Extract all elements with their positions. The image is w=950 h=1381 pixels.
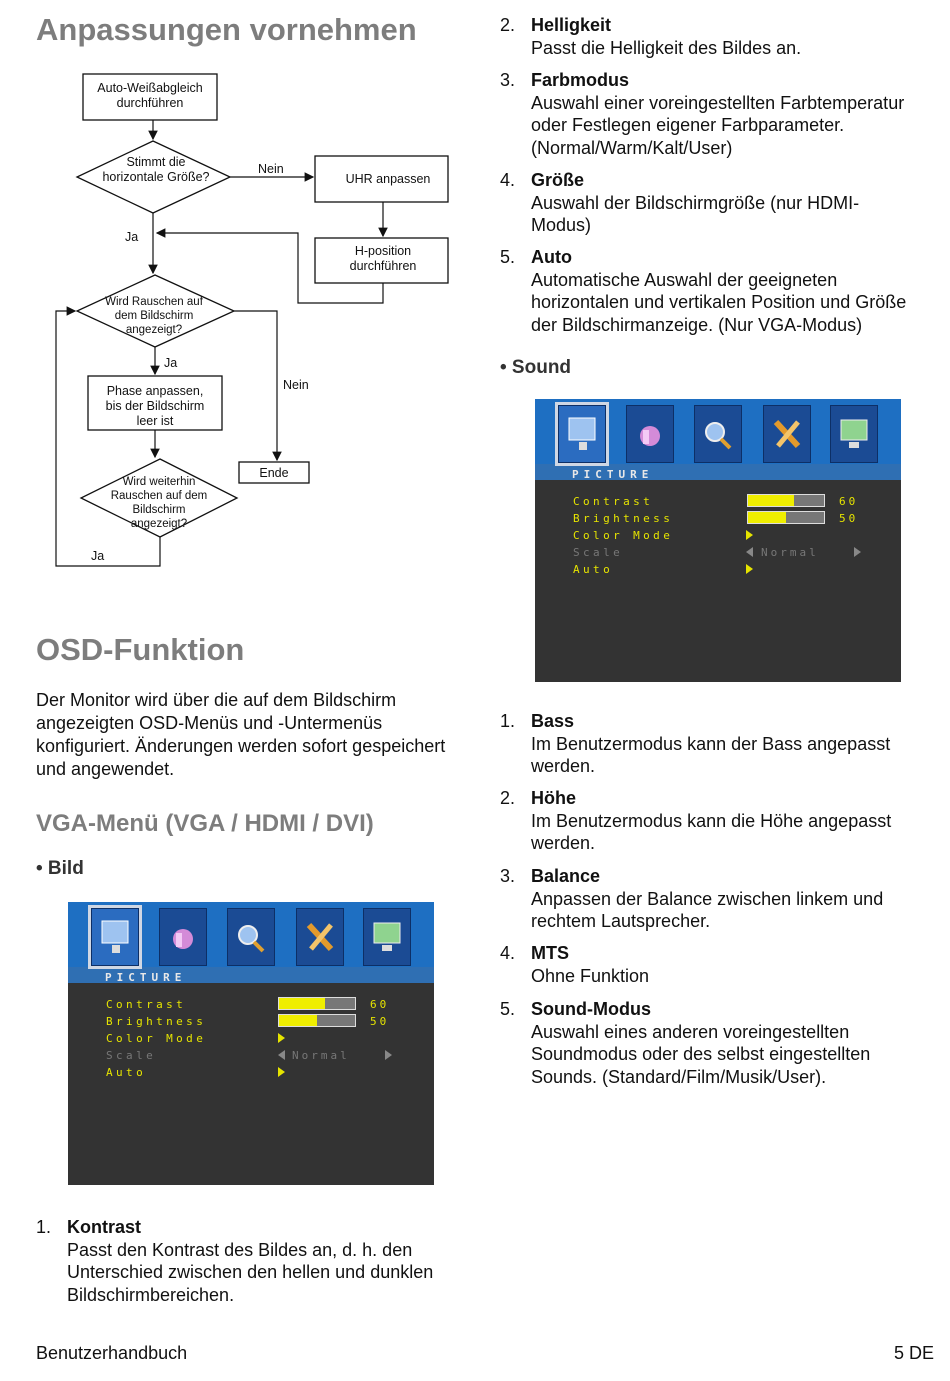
svg-text:UHR anpassen: UHR anpassen bbox=[346, 172, 431, 186]
svg-text:angezeigt?: angezeigt? bbox=[126, 324, 182, 336]
footer-page-number: 5 DE bbox=[893, 1343, 934, 1363]
svg-text:Ja: Ja bbox=[125, 230, 138, 244]
osd-row-brightness[interactable]: Brightness bbox=[106, 1015, 207, 1028]
osd-row-brightness[interactable]: Brightness bbox=[573, 512, 674, 525]
svg-text:Rauschen auf dem: Rauschen auf dem bbox=[111, 490, 208, 502]
svg-text:Nein: Nein bbox=[283, 378, 309, 392]
svg-text:Ja: Ja bbox=[164, 356, 177, 370]
svg-text:Bildschirm: Bildschirm bbox=[132, 504, 185, 516]
svg-text:Ja: Ja bbox=[91, 549, 104, 563]
osd-row-contrast[interactable]: Contrast bbox=[106, 998, 187, 1011]
sound-label: • Sound bbox=[500, 357, 572, 378]
osd-row-color-mode[interactable]: Color Mode bbox=[106, 1032, 207, 1045]
svg-text:dem Bildschirm: dem Bildschirm bbox=[115, 310, 194, 322]
brightness-slider[interactable] bbox=[747, 511, 825, 524]
brightness-value: 50 bbox=[370, 1015, 390, 1028]
svg-text:Ende: Ende bbox=[259, 466, 288, 480]
contrast-slider[interactable] bbox=[747, 494, 825, 507]
magnifier-icon bbox=[227, 908, 275, 966]
monitor-icon bbox=[555, 402, 609, 466]
page-title: Anpassungen vornehmen bbox=[36, 12, 417, 47]
osd-row-auto[interactable]: Auto bbox=[106, 1066, 147, 1079]
osd-row-contrast[interactable]: Contrast bbox=[573, 495, 654, 508]
flow-box-awb bbox=[82, 73, 218, 121]
osd-screenshot-picture-1: PICTURE Contrast 60 Brightness 50 Color … bbox=[68, 902, 434, 1185]
tools-icon bbox=[296, 908, 344, 966]
osd-tab-title: PICTURE bbox=[572, 468, 654, 481]
scale-right-arrow-icon bbox=[854, 547, 861, 557]
flow-box-hpos bbox=[314, 237, 449, 284]
osd-intro-paragraph: Der Monitor wird über die auf dem Bildsc… bbox=[36, 690, 446, 779]
contrast-slider[interactable] bbox=[278, 997, 356, 1010]
scale-right-arrow-icon bbox=[385, 1050, 392, 1060]
svg-text:Wird Rauschen auf: Wird Rauschen auf bbox=[105, 296, 204, 308]
svg-text:angezeigt?: angezeigt? bbox=[131, 518, 187, 530]
auto-arrow-icon[interactable] bbox=[746, 564, 753, 574]
osd-screenshot-picture-2: PICTURE Contrast 60 Brightness 50 Color … bbox=[535, 399, 901, 682]
scale-value: Normal bbox=[761, 546, 819, 559]
pc-info-icon bbox=[830, 405, 878, 463]
contrast-value: 60 bbox=[839, 495, 859, 508]
color-mode-arrow-icon[interactable] bbox=[746, 530, 753, 540]
footer-manual-label: Benutzerhandbuch bbox=[36, 1343, 188, 1363]
svg-text:Phase anpassen,: Phase anpassen, bbox=[107, 384, 204, 398]
magnifier-icon bbox=[694, 405, 742, 463]
scale-left-arrow-icon bbox=[746, 547, 753, 557]
svg-text:Stimmt die: Stimmt die bbox=[126, 155, 185, 169]
flow-box-uhr bbox=[314, 155, 449, 203]
osd-section-title: OSD-Funktion bbox=[36, 632, 245, 667]
contrast-value: 60 bbox=[370, 998, 390, 1011]
svg-text:durchführen: durchführen bbox=[117, 96, 184, 110]
svg-text:durchführen: durchführen bbox=[350, 259, 417, 273]
svg-text:leer ist: leer ist bbox=[137, 414, 174, 428]
bild-label: • Bild bbox=[36, 858, 84, 879]
svg-text:Nein: Nein bbox=[258, 162, 284, 176]
osd-row-scale: Scale bbox=[573, 546, 624, 559]
svg-text:horizontale Größe?: horizontale Größe? bbox=[102, 170, 209, 184]
osd-tab-title: PICTURE bbox=[105, 971, 187, 984]
monitor-icon bbox=[88, 905, 142, 969]
sound-icon bbox=[626, 405, 674, 463]
tools-icon bbox=[763, 405, 811, 463]
flow-box-ende bbox=[238, 461, 310, 484]
adjustment-flowchart: Auto-Weißabgleich durchführen Stimmt die… bbox=[55, 73, 449, 567]
osd-row-scale: Scale bbox=[106, 1049, 157, 1062]
flow-box-phase bbox=[87, 375, 223, 431]
svg-text:Wird weiterhin: Wird weiterhin bbox=[123, 476, 196, 488]
brightness-slider[interactable] bbox=[278, 1014, 356, 1027]
svg-text:bis der Bildschirm: bis der Bildschirm bbox=[106, 399, 205, 413]
svg-text:H-position: H-position bbox=[355, 244, 411, 258]
osd-row-auto[interactable]: Auto bbox=[573, 563, 614, 576]
auto-arrow-icon[interactable] bbox=[278, 1067, 285, 1077]
scale-value: Normal bbox=[292, 1049, 350, 1062]
osd-row-color-mode[interactable]: Color Mode bbox=[573, 529, 674, 542]
sound-icon bbox=[159, 908, 207, 966]
color-mode-arrow-icon[interactable] bbox=[278, 1033, 285, 1043]
pc-info-icon bbox=[363, 908, 411, 966]
scale-left-arrow-icon bbox=[278, 1050, 285, 1060]
svg-text:Auto-Weißabgleich: Auto-Weißabgleich bbox=[97, 81, 202, 95]
brightness-value: 50 bbox=[839, 512, 859, 525]
vga-menu-title: VGA-Menü (VGA / HDMI / DVI) bbox=[36, 810, 374, 837]
